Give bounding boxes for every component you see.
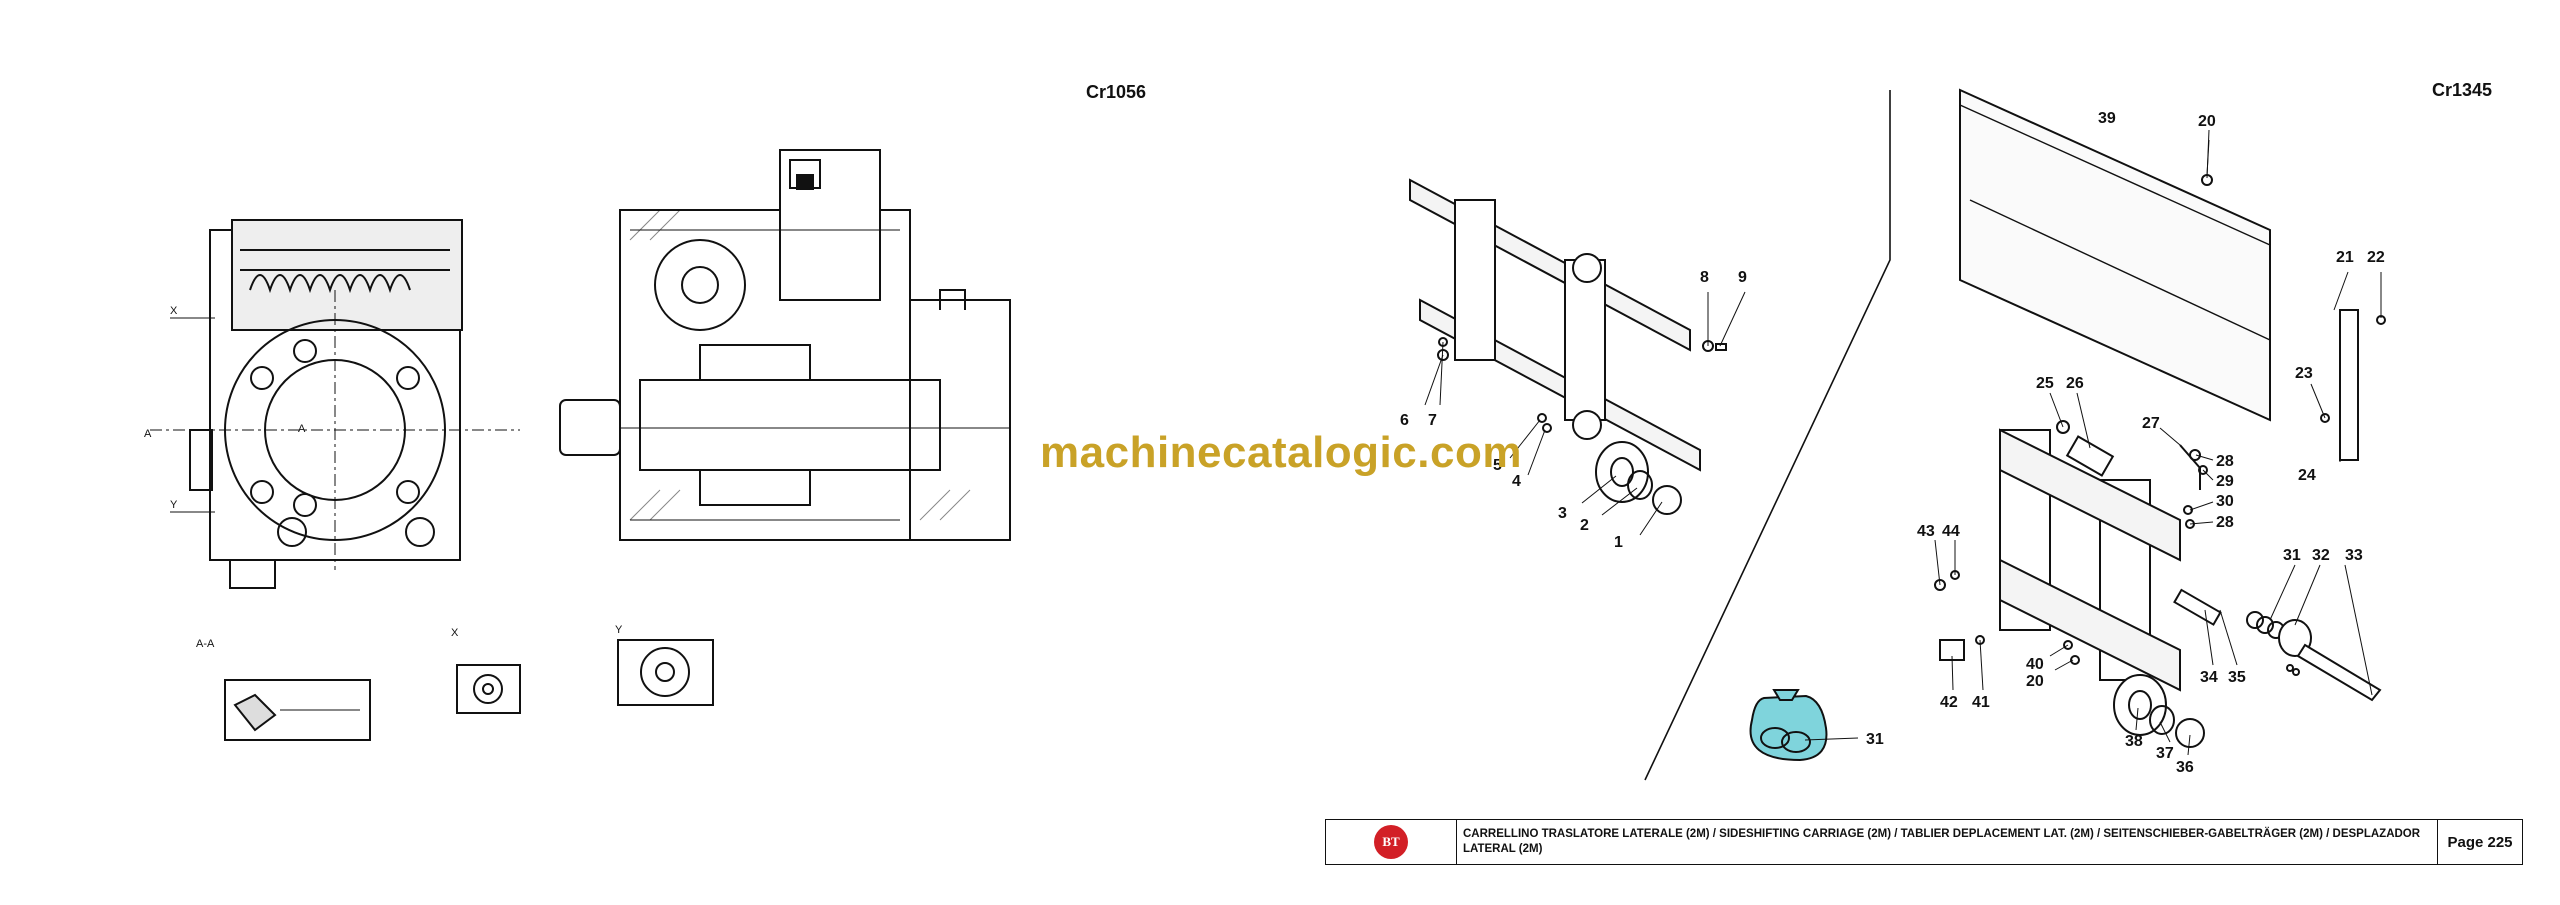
callout-41: 41 <box>1972 694 1990 711</box>
page-number: Page 225 <box>2447 833 2513 851</box>
logo-cell: BT <box>1326 820 1457 864</box>
callout-24: 24 <box>2298 467 2316 484</box>
callout-28-lower: 28 <box>2216 514 2234 531</box>
pump-front-view <box>150 219 520 589</box>
section-label-x: X <box>451 627 459 639</box>
callout-6: 6 <box>1400 412 1409 429</box>
callout-2: 2 <box>1580 517 1589 534</box>
pump-section-view <box>559 149 1011 541</box>
sideshift-carriage-right <box>1934 88 2386 748</box>
callout-42: 42 <box>1940 694 1958 711</box>
bt-logo: BT <box>1374 825 1408 859</box>
callout-4: 4 <box>1512 473 1521 490</box>
seal-kit-bag <box>1749 689 1828 762</box>
detail-view-y <box>617 639 714 706</box>
callout-9: 9 <box>1738 269 1747 286</box>
watermark: machinecatalogic.com <box>1040 428 1522 477</box>
callout-31-assembly: 31 <box>2283 547 2301 564</box>
callout-30: 30 <box>2216 493 2234 510</box>
callout-26: 26 <box>2066 375 2084 392</box>
callout-5: 5 <box>1493 457 1502 474</box>
callout-32: 32 <box>2312 547 2330 564</box>
callout-40: 40 <box>2026 656 2044 673</box>
callout-31-kit: 31 <box>1866 731 1884 748</box>
callout-23: 23 <box>2295 365 2313 382</box>
title-description: CARRELLINO TRASLATORE LATERALE (2M) / SI… <box>1463 828 2421 855</box>
sideshift-carriage-left <box>1409 178 1727 515</box>
title-block: BT CARRELLINO TRASLATORE LATERALE (2M) /… <box>1325 819 2523 865</box>
callout-20-lower: 20 <box>2026 673 2044 690</box>
callout-43: 43 <box>1917 523 1935 540</box>
callout-33: 33 <box>2345 547 2363 564</box>
callout-28-upper: 28 <box>2216 453 2234 470</box>
detail-view-x <box>456 664 521 714</box>
axis-label-x-side: X <box>170 305 178 317</box>
callout-35: 35 <box>2228 669 2246 686</box>
callout-1: 1 <box>1614 534 1623 551</box>
callout-29: 29 <box>2216 473 2234 490</box>
callout-20-top: 20 <box>2198 113 2216 130</box>
callout-34: 34 <box>2200 669 2218 686</box>
callout-36: 36 <box>2176 759 2194 776</box>
callout-8: 8 <box>1700 269 1709 286</box>
callout-39: 39 <box>2098 110 2116 127</box>
callout-38: 38 <box>2125 733 2143 750</box>
callout-3: 3 <box>1558 505 1567 522</box>
callout-27: 27 <box>2142 415 2160 432</box>
axis-label-a-left: A <box>144 428 152 440</box>
axis-label-y-side: Y <box>170 499 178 511</box>
reference-code-left: Cr1056 <box>1086 82 1147 102</box>
description-cell: CARRELLINO TRASLATORE LATERALE (2M) / SI… <box>1457 820 2438 864</box>
callout-22: 22 <box>2367 249 2385 266</box>
section-label-aa: A-A <box>196 638 215 650</box>
callout-7: 7 <box>1428 412 1437 429</box>
callout-37: 37 <box>2156 745 2174 762</box>
section-label-y: Y <box>615 624 623 636</box>
reference-code-right: Cr1345 <box>2432 80 2493 100</box>
callout-44: 44 <box>1942 523 1960 540</box>
axis-label-a-right: A <box>298 423 306 435</box>
detail-view-aa <box>224 679 371 741</box>
callout-21: 21 <box>2336 249 2354 266</box>
callout-25: 25 <box>2036 375 2054 392</box>
